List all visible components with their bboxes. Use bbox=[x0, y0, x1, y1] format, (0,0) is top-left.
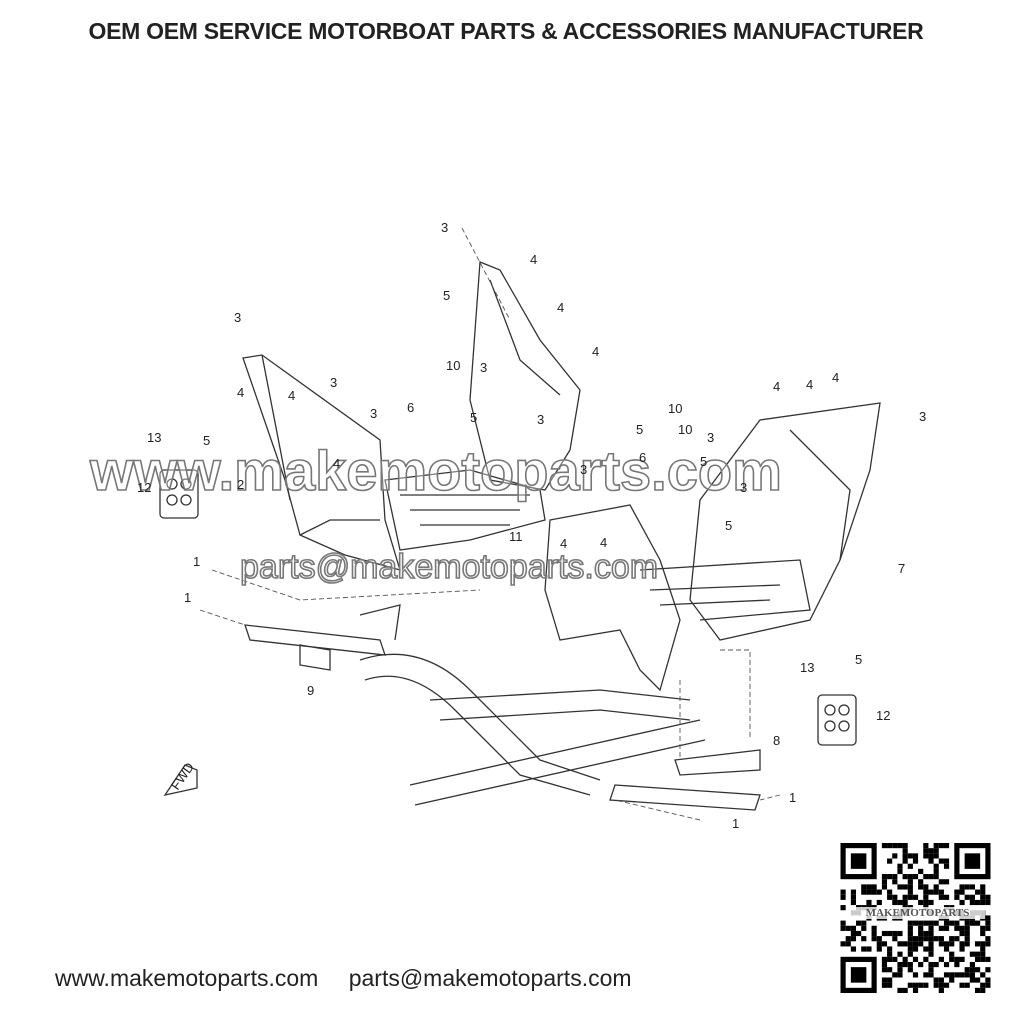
watermark-website: www.makemotoparts.com bbox=[89, 439, 782, 502]
rubber-pad-left bbox=[159, 469, 199, 519]
callout-1: 1 bbox=[193, 554, 200, 569]
callout-3: 3 bbox=[919, 409, 926, 424]
callout-13: 13 bbox=[147, 430, 161, 445]
callout-1: 1 bbox=[732, 816, 739, 831]
callout-5: 5 bbox=[700, 454, 707, 469]
footer: www.makemotoparts.com parts@makemotopart… bbox=[55, 965, 654, 992]
callout-4: 4 bbox=[288, 388, 295, 403]
left-footrest-tray bbox=[384, 469, 546, 551]
callout-3: 3 bbox=[480, 360, 487, 375]
callout-4: 4 bbox=[773, 379, 780, 394]
footer-website-link[interactable]: www.makemotoparts.com bbox=[55, 965, 319, 991]
callout-10: 10 bbox=[678, 422, 692, 437]
callout-3: 3 bbox=[441, 220, 448, 235]
callout-13: 13 bbox=[800, 660, 814, 675]
callout-1: 1 bbox=[184, 590, 191, 605]
callout-4: 4 bbox=[333, 456, 340, 471]
qr-label: MAKEMOTOPARTS bbox=[850, 907, 985, 919]
callout-5: 5 bbox=[470, 410, 477, 425]
callout-2: 2 bbox=[237, 477, 244, 492]
left-bracket-9 bbox=[244, 604, 401, 671]
callout-3: 3 bbox=[580, 462, 587, 477]
callout-4: 4 bbox=[530, 252, 537, 267]
callout-12: 12 bbox=[876, 708, 890, 723]
footer-email-link[interactable]: parts@makemotoparts.com bbox=[348, 965, 632, 991]
callout-5: 5 bbox=[203, 433, 210, 448]
watermark: www.makemotoparts.com parts@makemotopart… bbox=[88, 438, 782, 587]
fwd-arrow-icon bbox=[163, 764, 198, 796]
callout-7: 7 bbox=[898, 561, 905, 576]
callout-4: 4 bbox=[560, 536, 567, 551]
callout-4: 4 bbox=[832, 370, 839, 385]
page-title: OEM OEM SERVICE MOTORBOAT PARTS & ACCESS… bbox=[88, 18, 924, 44]
rubber-pad-right bbox=[817, 694, 857, 746]
callout-3: 3 bbox=[537, 412, 544, 427]
callout-5: 5 bbox=[725, 518, 732, 533]
right-inner-panel bbox=[544, 504, 681, 692]
fwd-label: FWD bbox=[168, 760, 197, 793]
callout-3: 3 bbox=[370, 406, 377, 421]
callout-4: 4 bbox=[806, 377, 813, 392]
callout-6: 6 bbox=[639, 450, 646, 465]
callout-5: 5 bbox=[636, 422, 643, 437]
callout-3: 3 bbox=[707, 430, 714, 445]
callout-6: 6 bbox=[407, 400, 414, 415]
callout-10: 10 bbox=[446, 358, 460, 373]
callout-4: 4 bbox=[600, 535, 607, 550]
right-bracket-8 bbox=[609, 749, 761, 811]
left-mudguard bbox=[469, 261, 581, 491]
frame-tube bbox=[359, 653, 601, 796]
callout-4: 4 bbox=[592, 344, 599, 359]
callout-10: 10 bbox=[668, 401, 682, 416]
callout-9: 9 bbox=[307, 683, 314, 698]
callout-12: 12 bbox=[137, 480, 151, 495]
callout-3: 3 bbox=[330, 375, 337, 390]
callout-5: 5 bbox=[443, 288, 450, 303]
callout-5: 5 bbox=[855, 652, 862, 667]
callout-4: 4 bbox=[237, 385, 244, 400]
callout-3: 3 bbox=[234, 310, 241, 325]
callout-8: 8 bbox=[773, 733, 780, 748]
callout-4: 4 bbox=[557, 300, 564, 315]
right-footboard-panel bbox=[689, 402, 881, 641]
callout-11: 11 bbox=[509, 529, 523, 544]
callout-3: 3 bbox=[740, 480, 747, 495]
watermark-email: parts@makemotoparts.com bbox=[240, 548, 658, 586]
callout-1: 1 bbox=[789, 790, 796, 805]
